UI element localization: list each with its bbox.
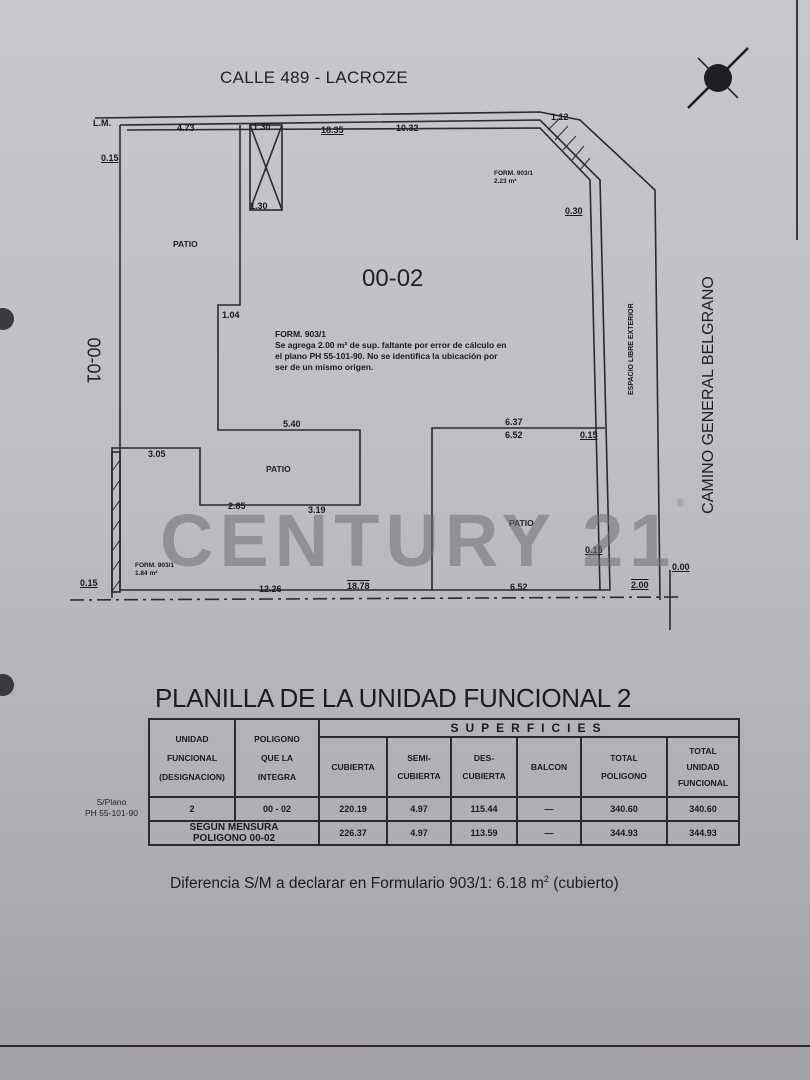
dimension-label: 6.37 [505,417,523,427]
header-semicubierta: SEMI-CUBIERTA [386,736,452,798]
watermark: CENTURY 21® [160,498,690,582]
cell-balcon: — [516,820,582,846]
street-name-top: CALLE 489 - LACROZE [220,68,409,87]
cell-total-poligono: 340.60 [580,796,668,822]
side-label: S/Plano PH 55-101-90 [85,797,138,818]
binder-hole [0,674,14,696]
dimension-label: 0.15 [80,578,98,588]
form-small-label: FORM. 903/1 2.23 m² [494,170,534,185]
difference-note: Diferencia S/M a declarar en Formulario … [170,874,619,893]
north-arrow-icon [687,47,749,109]
dimension-label: 0.15 [101,153,119,163]
dimension-label: 18.78 [347,581,370,591]
form-note: FORM. 903/1 Se agrega 2.00 m² de sup. fa… [275,329,507,372]
cell-descubierta: 113.59 [450,820,518,846]
dimension-label: 2.85 [228,501,246,511]
dimension-label: 1.04 [222,310,240,320]
room-label: PATIO [266,464,291,474]
page-fold-line [0,1045,810,1047]
dimension-label: 1.30 [250,201,268,211]
dimension-label: 6.52 [510,582,528,592]
cell-total-poligono: 344.93 [580,820,668,846]
dimension-label: 0.15 [585,545,603,555]
cell-cubierta: 220.19 [318,796,388,822]
dimension-label: 3.19 [308,505,326,515]
dimension-label: 10.32 [396,123,419,133]
dimension-label: 0.30 [565,206,583,216]
cell-semicubierta: 4.97 [386,820,452,846]
header-superficies: SUPERFICIES [318,718,740,738]
cell-poligono: 00 - 02 [234,796,320,822]
cell-unidad: 2 [148,796,236,822]
unit-number: 00-02 [362,265,424,292]
dimension-label: 3.05 [148,449,166,459]
floor-plan-drawing [69,47,749,630]
dimension-label: 12.26 [259,584,282,594]
page-edge-line [796,0,798,240]
dimension-label: L.M. [93,118,111,128]
table-row: 2 00 - 02 220.19 4.97 115.44 — 340.60 34… [148,796,740,822]
dimension-label: 6.52 [505,430,523,440]
cell-semicubierta: 4.97 [386,796,452,822]
dimension-label: 5.40 [283,419,301,429]
dimension-label: 0.00 [672,562,690,572]
surface-table: UNIDAD FUNCIONAL (DESIGNACION) POLIGONO … [148,718,740,846]
form-small-label: FORM. 903/1 1.84 m² [135,562,175,577]
header-unidad: UNIDAD FUNCIONAL (DESIGNACION) [148,718,236,798]
table-title: PLANILLA DE LA UNIDAD FUNCIONAL 2 [155,683,632,713]
cell-balcon: — [516,796,582,822]
dimension-label: 1.12 [551,112,569,122]
espacio-label: ESPACIO LIBRE EXTERIOR [628,303,635,395]
header-descubierta: DES-CUBIERTA [450,736,518,798]
header-balcon: BALCON [516,736,582,798]
binder-hole [0,308,14,330]
dimension-label: 2.00 [631,580,649,590]
room-label: PATIO [509,518,534,528]
cell-descubierta: 115.44 [450,796,518,822]
header-cubierta: CUBIERTA [318,736,388,798]
cell-total-unidad: 344.93 [666,820,740,846]
room-label: PATIO [173,239,198,249]
cell-total-unidad: 340.60 [666,796,740,822]
dimension-label: 4.73 [177,123,195,133]
dimension-label: 1.30 [253,122,271,132]
header-poligono: POLIGONO QUE LA INTEGRA [234,718,320,798]
dimension-label: 0.15 [580,430,598,440]
dimension-label: 18.35 [321,125,344,135]
cell-cubierta: 226.37 [318,820,388,846]
